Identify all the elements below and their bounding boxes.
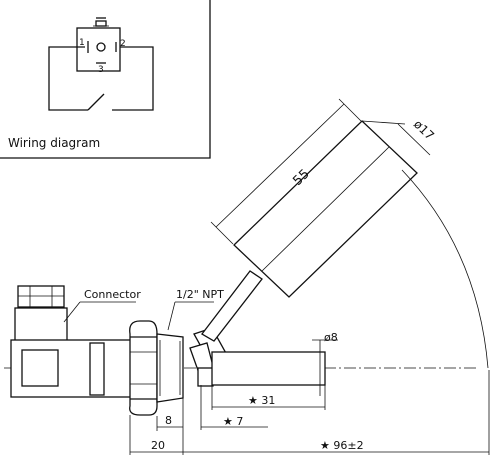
circuit-wire-right	[112, 46, 154, 111]
wiring-diagram-caption: Wiring diagram	[8, 136, 100, 150]
circuit-wire	[48, 46, 88, 111]
hex-nut-outline	[129, 320, 158, 416]
connector-housing	[10, 285, 132, 398]
hex-nut	[129, 320, 158, 416]
connector-center-hole	[96, 42, 106, 52]
connector-pinout-square	[76, 27, 121, 72]
swing-arc	[401, 169, 489, 369]
connector-leader	[63, 301, 81, 323]
pin2-label: 2	[120, 39, 126, 49]
dim-d8-label: ø8	[324, 331, 338, 344]
thread-label: 1/2" NPT	[176, 288, 224, 301]
wiring-frame	[0, 0, 211, 159]
horizontal-rod	[211, 351, 326, 386]
dim-20-label: 20	[151, 439, 165, 452]
connector-cap	[17, 285, 65, 308]
dimensions	[129, 98, 490, 455]
connector-block	[10, 339, 132, 398]
dim-7-label: ★ 7	[223, 415, 243, 428]
wiring-diagram: 1 2 3 Wiring diagram	[0, 0, 211, 159]
dim-31-label: ★ 31	[248, 394, 275, 407]
connector-collar	[89, 342, 105, 396]
dim-8-label: 8	[165, 414, 172, 427]
connector-body	[14, 307, 68, 346]
pin1-label: 1	[79, 38, 85, 48]
dim-55-line	[215, 103, 345, 228]
dim-96-label: ★ 96±2	[320, 439, 364, 452]
switch-contact	[87, 93, 105, 111]
thread-body	[156, 333, 184, 403]
float	[233, 120, 418, 298]
npt-thread	[156, 333, 184, 403]
ground-symbol	[95, 20, 107, 27]
dim-d17-label: ø17	[411, 117, 437, 143]
angled-stem	[201, 270, 263, 342]
pin3-label: 3	[98, 65, 104, 75]
stem-tip	[197, 367, 214, 387]
thread-leader	[167, 301, 176, 331]
connector-label: Connector	[84, 288, 141, 301]
dim-d17-line	[397, 123, 431, 156]
connector-window	[21, 349, 59, 387]
